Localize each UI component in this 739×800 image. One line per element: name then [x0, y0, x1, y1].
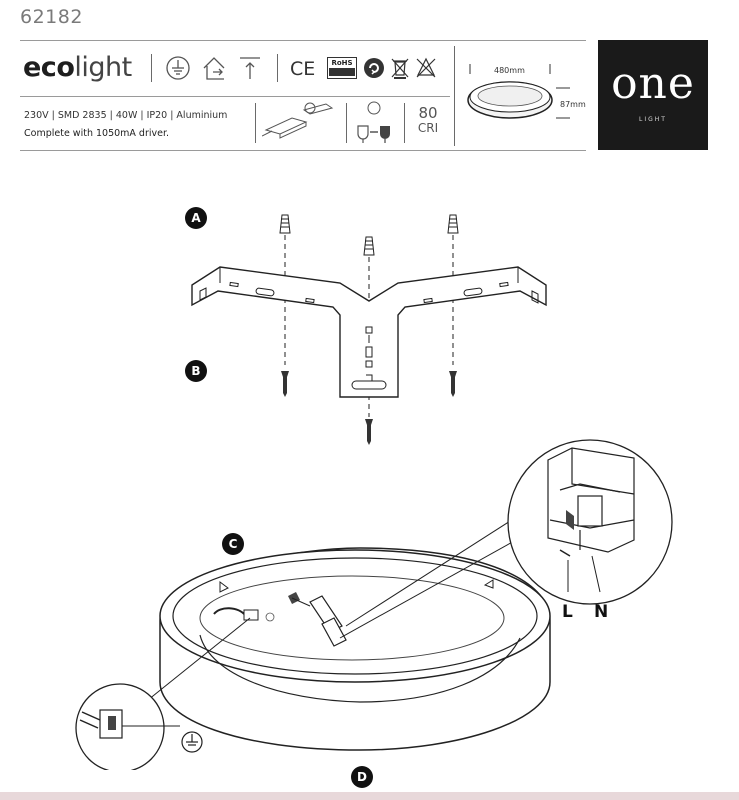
screw — [281, 371, 457, 445]
luminaire-drawing — [75, 439, 673, 770]
brand-light: light — [74, 52, 132, 83]
driver-line: Complete with 1050mA driver. — [24, 128, 170, 139]
separator — [255, 103, 256, 143]
separator — [454, 46, 455, 146]
step-b-badge: B — [185, 360, 207, 382]
earth-symbol-icon — [181, 731, 203, 753]
height-label: 87mm — [560, 100, 586, 109]
up-arrow-icon — [240, 57, 260, 79]
step-d-badge: D — [351, 766, 373, 788]
specs-line: 230V | SMD 2835 | 40W | IP20 | Aluminium — [24, 110, 228, 121]
rohs-icon: RoHS — [327, 57, 357, 79]
diameter-label: 480mm — [494, 66, 525, 75]
class-i-earth-icon — [166, 56, 190, 80]
mounting-bracket-drawing — [191, 214, 547, 445]
ce-mark-icon: CE — [290, 58, 315, 80]
svg-text:CE: CE — [290, 58, 315, 80]
brand-eco: eco — [23, 52, 75, 83]
no-insulation-cover-icon — [416, 57, 436, 78]
separator — [277, 54, 278, 82]
recycle-icon — [364, 58, 384, 78]
logo-sub: LIGHT — [639, 116, 667, 123]
connector-icon — [262, 102, 334, 139]
step-a-badge: A — [185, 207, 207, 229]
header-mid-rule — [20, 96, 450, 97]
brand-logo: one LIGHT — [598, 40, 708, 150]
rohs-label: RoHS — [331, 59, 353, 67]
product-code: 62182 — [20, 6, 83, 28]
wall-plug — [279, 214, 459, 256]
header-bottom-rule — [20, 150, 586, 151]
separator — [346, 103, 347, 143]
indoor-use-icon — [203, 57, 225, 80]
separator — [404, 103, 405, 143]
rohs-bar — [329, 68, 355, 76]
step-c-badge: C — [222, 533, 244, 555]
cri-value: 80 — [418, 104, 438, 122]
brand-ecolight: ecolight — [23, 52, 132, 83]
driver-icon — [357, 101, 390, 143]
separator — [151, 54, 152, 82]
header-top-rule — [20, 40, 586, 41]
logo-word: one — [611, 58, 695, 109]
weee-bin-icon — [391, 58, 409, 79]
live-terminal-label: L — [562, 602, 573, 622]
product-dimension-drawing — [467, 64, 570, 119]
cri-label: CRI — [417, 121, 439, 135]
page-footer-strip — [0, 792, 739, 800]
neutral-terminal-label: N — [594, 602, 609, 622]
cri-badge: 80 CRI — [414, 106, 442, 136]
